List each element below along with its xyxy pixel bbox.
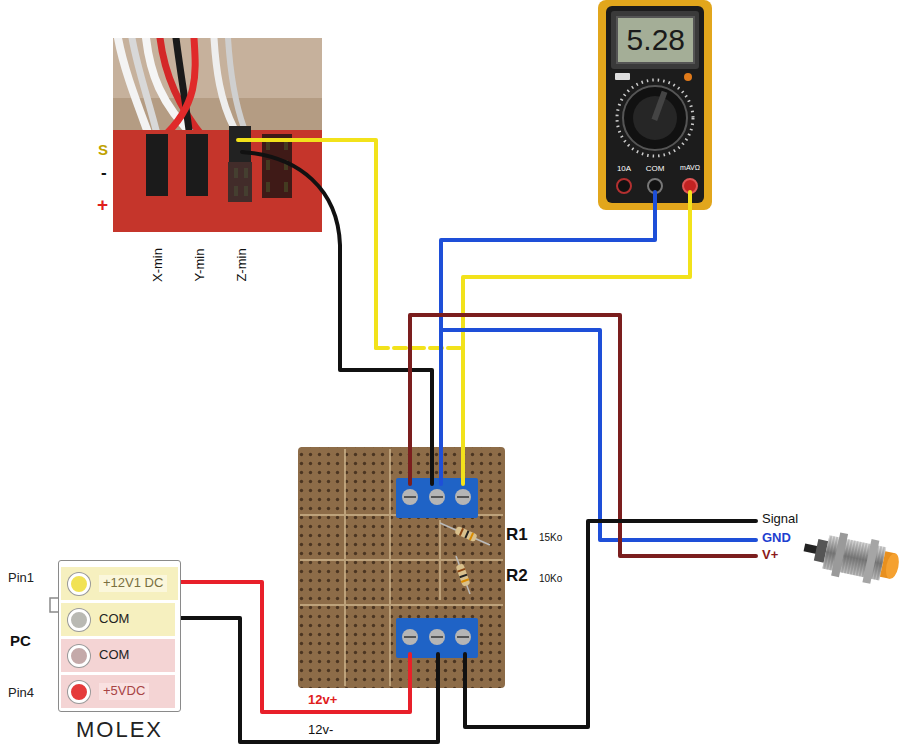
pin-row: +5VDC: [61, 675, 175, 708]
wire-label: -: [101, 163, 107, 183]
jack-10a: [617, 179, 631, 193]
circuit-board: [113, 130, 322, 232]
sensor-gnd-wire: [441, 330, 756, 540]
wire-label: Signal: [762, 512, 798, 527]
z-min-plug: [229, 126, 251, 162]
supply-12v-wire: [178, 582, 410, 712]
lcd-display: 5.28: [616, 16, 695, 64]
x-min-plug: [146, 134, 168, 196]
board-photo: [113, 38, 322, 232]
wire-label: R1: [506, 525, 528, 545]
pin-socket: [68, 609, 90, 631]
resistor-symbol: [440, 523, 490, 545]
perfboard-base: [298, 447, 505, 688]
pin-socket: [68, 573, 90, 595]
signal-wire: [238, 140, 376, 348]
jack-label: 10A: [617, 164, 631, 173]
wires: [178, 140, 756, 742]
connector-housing: MOLEX+12V1 DCCOMCOM+5VDC: [58, 560, 181, 712]
header-block: [262, 134, 292, 198]
header-block: [228, 162, 252, 202]
pin-row: +12V1 DC: [61, 567, 178, 600]
meter-holster: [598, 0, 712, 210]
signal-wire: [376, 346, 463, 350]
jack-label: COM: [646, 164, 665, 173]
sensor-signal-wire: [465, 521, 756, 727]
jack-label: mAVΩ: [680, 164, 700, 172]
supply-ground-wire: [178, 618, 438, 742]
perfboard: [298, 447, 505, 688]
pin-socket: [68, 645, 90, 667]
wire-label: 15Ko: [539, 532, 562, 544]
proximity-sensor: [800, 526, 903, 589]
wire-label: 12v+: [308, 693, 337, 708]
connector-name: MOLEX: [76, 717, 163, 742]
wire-label: R2: [506, 566, 528, 586]
wire-label: S: [98, 141, 108, 158]
header-name: X-min: [151, 248, 166, 282]
pin-name: +5VDC: [99, 683, 149, 700]
photo-background: [113, 38, 322, 232]
selector-dial: [623, 86, 687, 150]
wire-label: GND: [762, 531, 791, 546]
wire-label: Pin4: [8, 686, 34, 701]
ground-wire: [242, 152, 432, 484]
wire-label: +: [97, 194, 108, 216]
meter-face: [606, 6, 704, 203]
terminal-block: [396, 618, 478, 658]
dial-ticks: [617, 80, 693, 156]
probe-wire: [441, 192, 655, 484]
power-button: [684, 73, 692, 81]
lcd-bezel: [611, 11, 699, 69]
pin-name: +12V1 DC: [99, 575, 167, 592]
meter-reading: 5.28: [627, 23, 685, 58]
sensor-face: [884, 552, 901, 580]
resistor-symbol: [455, 556, 470, 594]
pin-row: COM: [61, 639, 175, 672]
wire-label: V+: [762, 548, 778, 563]
pin-name: COM: [99, 612, 129, 627]
header-name: Z-min: [235, 248, 250, 281]
wire-label: 10Ko: [539, 573, 562, 585]
wire-label: Pin1: [8, 571, 34, 586]
cable-bundle: [118, 38, 244, 138]
pin-socket: [68, 681, 90, 703]
board-tracks: [300, 449, 503, 686]
pin-name: COM: [99, 648, 129, 663]
multimeter-photo: [598, 0, 712, 210]
lock-nut: [831, 532, 848, 577]
y-min-plug: [186, 134, 208, 196]
pin-row: COM: [61, 603, 175, 636]
wire-label: PC: [10, 632, 31, 649]
header-name: Y-min: [193, 249, 208, 282]
lock-nut: [862, 539, 879, 584]
hold-button: [615, 73, 630, 80]
dial-pointer: [651, 91, 667, 121]
wire-label: 12v-: [308, 723, 333, 738]
